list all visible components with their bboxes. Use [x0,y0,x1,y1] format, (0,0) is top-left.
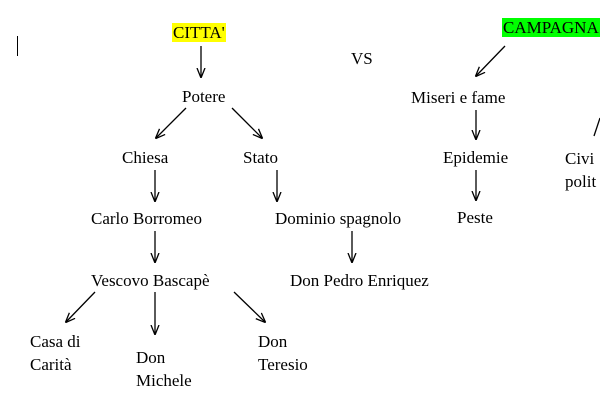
node-chiesa: Chiesa [122,148,169,167]
node-carlo-borromeo: Carlo Borromeo [91,209,202,228]
node-cut-off-right: Civi polit [565,149,597,191]
node-vescovo-bascape: Vescovo Bascapè [91,271,210,290]
node-stato: Stato [243,148,278,167]
node-potere: Potere [182,87,226,106]
arrow-vescovo-casa [66,291,96,322]
node-peste: Peste [457,208,493,227]
node-don-michele: Don Michele [136,348,192,390]
node-don-pedro-enriquez: Don Pedro Enriquez [290,271,429,290]
node-miseri-e-fame: Miseri e fame [411,88,506,107]
node-dominio-spagnolo: Dominio spagnolo [275,209,402,228]
vs-label: VS [351,49,373,68]
arrow-vescovo-teresio [233,291,265,322]
citta-label: CITTA' [172,23,226,42]
arrow-cut-off-right [593,117,600,137]
node-citta: CITTA' [172,23,226,43]
node-epidemie: Epidemie [443,148,509,167]
arrow-potere-stato [231,107,262,138]
arrow-campagna-miseri [476,45,506,76]
text-cursor [17,36,18,56]
arrow-potere-chiesa [156,107,187,138]
node-don-teresio: Don Teresio [258,332,308,374]
node-campagna: CAMPAGNA [502,18,600,38]
campagna-label: CAMPAGNA [502,18,600,37]
node-casa-di-carita: Casa di Carità [30,332,81,374]
